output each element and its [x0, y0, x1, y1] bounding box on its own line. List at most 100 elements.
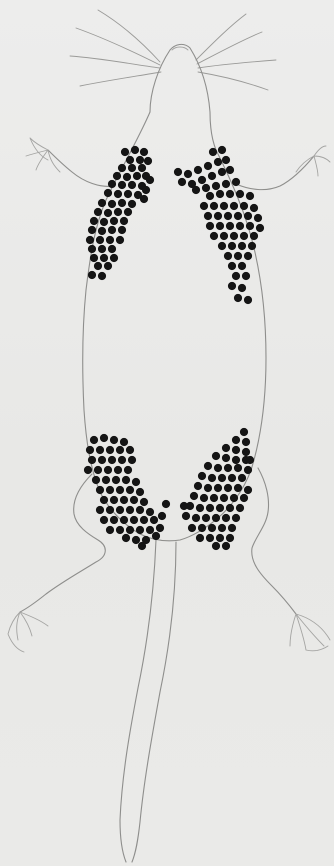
spot-cluster-left-hip [84, 434, 170, 550]
spot [156, 524, 164, 532]
spot [86, 236, 94, 244]
spot [88, 245, 96, 253]
spot [122, 476, 130, 484]
spot [232, 178, 240, 186]
spot [104, 189, 112, 197]
spot [204, 462, 212, 470]
spot [234, 294, 242, 302]
spot [146, 526, 154, 534]
spot [122, 534, 130, 542]
spot [234, 212, 242, 220]
spot [116, 236, 124, 244]
spot [192, 514, 200, 522]
spot [214, 484, 222, 492]
spot [216, 190, 224, 198]
spot-cluster-left-shoulder [86, 146, 154, 280]
spot [116, 506, 124, 514]
spot [110, 496, 118, 504]
spot [222, 454, 230, 462]
spot [146, 176, 154, 184]
spot [202, 514, 210, 522]
spot [130, 496, 138, 504]
spot [100, 218, 108, 226]
left-hindleg [20, 474, 105, 612]
spot [208, 474, 216, 482]
spot [128, 200, 136, 208]
spot [228, 282, 236, 290]
spot [230, 232, 238, 240]
spot [226, 504, 234, 512]
spot [218, 474, 226, 482]
spot [206, 534, 214, 542]
spot [98, 272, 106, 280]
spot [232, 514, 240, 522]
spot [124, 208, 132, 216]
spot [196, 534, 204, 542]
spot [121, 148, 129, 156]
spot [188, 524, 196, 532]
spot [232, 272, 240, 280]
spot [212, 514, 220, 522]
spot [140, 516, 148, 524]
spot [228, 474, 236, 482]
spot [128, 164, 136, 172]
spot [244, 486, 252, 494]
spot [162, 500, 170, 508]
spot [118, 164, 126, 172]
spot [184, 170, 192, 178]
spot [114, 466, 122, 474]
spot [104, 262, 112, 270]
spot [212, 182, 220, 190]
spot [92, 476, 100, 484]
spot [106, 446, 114, 454]
spot [120, 217, 128, 225]
spot-cluster-right-shoulder [174, 146, 264, 304]
spot [118, 181, 126, 189]
spot [226, 190, 234, 198]
spot [204, 162, 212, 170]
spot [232, 436, 240, 444]
spot [190, 492, 198, 500]
spot [140, 498, 148, 506]
spot [98, 227, 106, 235]
spot [120, 516, 128, 524]
spot [210, 494, 218, 502]
spot [126, 526, 134, 534]
spot [222, 444, 230, 452]
nose [172, 47, 188, 50]
spot [248, 242, 256, 250]
spot [222, 542, 230, 550]
spot [238, 474, 246, 482]
spot [250, 204, 258, 212]
spot [116, 446, 124, 454]
spot [132, 536, 140, 544]
spot [216, 534, 224, 542]
spot [198, 472, 206, 480]
spot [126, 506, 134, 514]
spot [106, 236, 114, 244]
spot [140, 195, 148, 203]
spot [158, 512, 166, 520]
spot [204, 212, 212, 220]
spot [96, 446, 104, 454]
spot [240, 428, 248, 436]
spot [234, 484, 242, 492]
spot [218, 242, 226, 250]
spot [206, 504, 214, 512]
spot [100, 496, 108, 504]
spot [128, 456, 136, 464]
spot [124, 190, 132, 198]
spot [100, 254, 108, 262]
spot [174, 168, 182, 176]
spot [224, 252, 232, 260]
spot [96, 486, 104, 494]
spot [192, 186, 200, 194]
spot [209, 148, 217, 156]
spot [108, 180, 116, 188]
spot [218, 168, 226, 176]
spot [198, 524, 206, 532]
spot [140, 148, 148, 156]
spot [142, 186, 150, 194]
spot [214, 158, 222, 166]
spot [90, 436, 98, 444]
